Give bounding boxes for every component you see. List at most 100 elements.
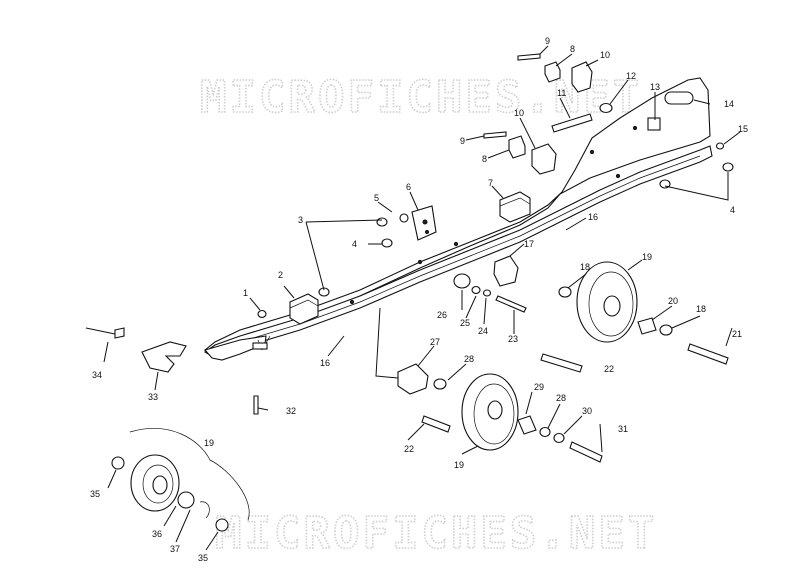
idler-wheel-lower bbox=[461, 373, 519, 451]
nut-4-rear bbox=[722, 162, 734, 172]
label-33: 33 bbox=[148, 392, 158, 402]
label-27: 27 bbox=[430, 337, 440, 347]
bolt-22-lower bbox=[421, 415, 451, 433]
bolt-22-upper bbox=[540, 353, 583, 373]
watermark-top: MICROFICHES.NET bbox=[200, 72, 642, 123]
washer-18-right bbox=[659, 324, 673, 336]
rail-frame bbox=[203, 77, 713, 361]
nut-1 bbox=[257, 309, 267, 319]
bolt-9-lower bbox=[483, 131, 507, 139]
label-19b: 19 bbox=[454, 460, 464, 470]
washer-28-left bbox=[433, 378, 447, 390]
bearing-37 bbox=[177, 491, 195, 509]
label-4b: 4 bbox=[352, 239, 357, 249]
bracket-13 bbox=[647, 117, 661, 131]
bracket-27 bbox=[397, 363, 429, 395]
label-36: 36 bbox=[152, 529, 162, 539]
label-12: 12 bbox=[626, 71, 636, 81]
nut-3 bbox=[376, 217, 388, 227]
label-9b: 9 bbox=[460, 136, 465, 146]
label-18b: 18 bbox=[696, 304, 706, 314]
bolt-21 bbox=[687, 343, 729, 365]
label-22b: 22 bbox=[404, 444, 414, 454]
label-10: 10 bbox=[600, 50, 610, 60]
bolt-11 bbox=[551, 113, 593, 133]
bracket-17 bbox=[493, 255, 519, 287]
label-9: 9 bbox=[545, 36, 550, 46]
screw-15 bbox=[715, 142, 725, 150]
label-13: 13 bbox=[650, 82, 660, 92]
label-10b: 10 bbox=[514, 108, 524, 118]
cap-35-left bbox=[111, 456, 125, 470]
label-16b: 16 bbox=[320, 358, 330, 368]
washer-25 bbox=[471, 285, 481, 295]
nut-3b bbox=[318, 287, 330, 297]
bushing-10-upper bbox=[571, 61, 593, 93]
runner-33 bbox=[141, 341, 187, 373]
label-16: 16 bbox=[588, 212, 598, 222]
spacer-20 bbox=[637, 317, 657, 335]
bolt-32 bbox=[253, 395, 259, 415]
label-32: 32 bbox=[286, 406, 296, 416]
label-31: 31 bbox=[618, 424, 628, 434]
label-26: 26 bbox=[437, 310, 447, 320]
label-8b: 8 bbox=[482, 154, 487, 164]
nut-5 bbox=[399, 213, 409, 223]
bolt-23 bbox=[495, 295, 527, 313]
label-22: 22 bbox=[604, 364, 614, 374]
nut-4 bbox=[381, 238, 393, 248]
label-1: 1 bbox=[243, 288, 248, 298]
wear-block-7 bbox=[499, 191, 531, 223]
label-28: 28 bbox=[464, 354, 474, 364]
label-8: 8 bbox=[570, 44, 575, 54]
label-23: 23 bbox=[508, 334, 518, 344]
washer-28-right bbox=[539, 426, 551, 438]
nut-30 bbox=[553, 432, 565, 444]
spacer-29 bbox=[517, 415, 537, 435]
plug-34 bbox=[114, 327, 125, 339]
bushing-10-lower bbox=[531, 143, 557, 175]
label-34: 34 bbox=[92, 370, 102, 380]
washer-18-left bbox=[558, 286, 572, 298]
label-7: 7 bbox=[488, 178, 493, 188]
label-6: 6 bbox=[406, 182, 411, 192]
label-25: 25 bbox=[460, 318, 470, 328]
label-4: 4 bbox=[730, 205, 735, 215]
label-3: 3 bbox=[298, 215, 303, 225]
label-35: 35 bbox=[90, 489, 100, 499]
label-2: 2 bbox=[278, 270, 283, 280]
label-35b: 35 bbox=[198, 553, 208, 563]
label-17: 17 bbox=[524, 239, 534, 249]
bushing-8-lower bbox=[508, 135, 526, 159]
bolt-9-upper bbox=[517, 53, 541, 61]
leader-lines bbox=[85, 45, 741, 551]
label-21: 21 bbox=[732, 329, 742, 339]
bushing-8-upper bbox=[544, 61, 561, 83]
snap-ring-36 bbox=[199, 501, 210, 519]
washer-4-rear bbox=[659, 179, 671, 189]
label-11: 11 bbox=[557, 88, 566, 98]
cap-35-right bbox=[215, 518, 229, 532]
watermark-bottom: MICROFICHES.NET bbox=[215, 508, 657, 559]
label-29: 29 bbox=[534, 382, 544, 392]
wheel-assembly-19 bbox=[130, 454, 180, 512]
bolt-31 bbox=[569, 441, 603, 463]
rail-lower-beam bbox=[203, 145, 713, 359]
label-37: 37 bbox=[170, 544, 180, 554]
label-30: 30 bbox=[582, 406, 592, 416]
washer-24 bbox=[482, 289, 492, 297]
label-15: 15 bbox=[738, 124, 748, 134]
label-5: 5 bbox=[374, 193, 379, 203]
label-19c: 19 bbox=[204, 438, 214, 448]
group-bracket bbox=[129, 428, 250, 521]
callout-labels: 9 8 10 12 13 14 11 10 9 8 15 4 7 6 5 3 4… bbox=[90, 36, 748, 563]
idler-wheel-upper bbox=[576, 261, 638, 343]
label-20: 20 bbox=[668, 296, 678, 306]
label-14: 14 bbox=[724, 99, 734, 109]
label-18: 18 bbox=[580, 262, 590, 272]
label-24: 24 bbox=[478, 326, 488, 336]
label-28b: 28 bbox=[556, 393, 566, 403]
rail-rear-slot bbox=[664, 91, 694, 105]
